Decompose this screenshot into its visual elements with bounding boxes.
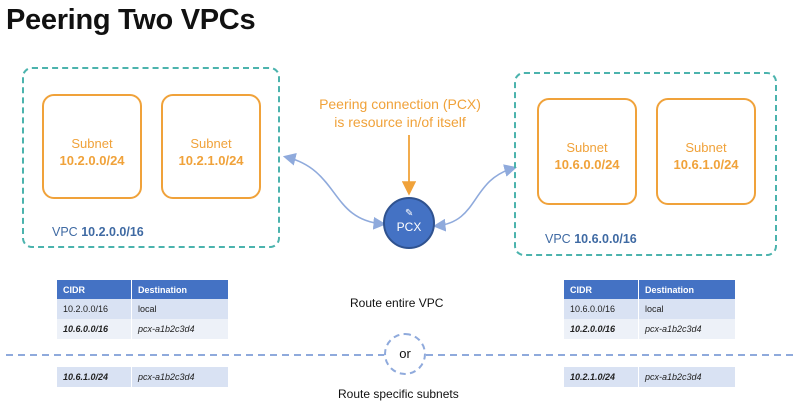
subnet-cidr: 10.6.1.0/24	[673, 157, 739, 172]
route-entire-vpc-label: Route entire VPC	[350, 296, 444, 310]
route-cidr: 10.2.1.0/24	[564, 367, 639, 387]
left-route-table: CIDR Destination 10.2.0.0/16 local 10.6.…	[57, 280, 228, 339]
route-destination: pcx-a1b2c3d4	[638, 319, 735, 339]
route-destination: pcx-a1b2c3d4	[131, 367, 228, 387]
left-peering-link	[282, 153, 387, 230]
route-cidr: 10.6.1.0/24	[57, 367, 132, 387]
route-destination: local	[131, 299, 228, 319]
table-row: 10.2.1.0/24 pcx-a1b2c3d4	[564, 367, 735, 387]
route-destination: pcx-a1b2c3d4	[638, 367, 735, 387]
table-row: 10.6.1.0/24 pcx-a1b2c3d4	[57, 367, 228, 387]
route-cidr: 10.6.0.0/16	[564, 299, 639, 319]
destination-header: Destination	[131, 280, 228, 299]
right-vpc-container	[514, 72, 777, 256]
route-destination: pcx-a1b2c3d4	[131, 319, 228, 339]
table-row: 10.6.0.0/16 pcx-a1b2c3d4	[57, 319, 228, 339]
right-subnet-2: Subnet 10.6.1.0/24	[656, 98, 756, 205]
right-vpc-label: VPC 10.6.0.0/16	[545, 232, 637, 246]
table-row: 10.6.0.0/16 local	[564, 299, 735, 319]
subnet-name: Subnet	[71, 136, 113, 151]
subnet-cidr: 10.2.1.0/24	[178, 153, 244, 168]
pcx-note-line1: Peering connection (PCX)	[319, 96, 481, 112]
vpc-label-cidr: 10.2.0.0/16	[81, 225, 144, 239]
right-subnet-1: Subnet 10.6.0.0/24	[537, 98, 637, 205]
subnet-cidr: 10.6.0.0/24	[554, 157, 620, 172]
pencil-icon: ✎	[405, 208, 414, 219]
left-specific-route: 10.6.1.0/24 pcx-a1b2c3d4	[57, 367, 228, 387]
pcx-description: Peering connection (PCX) is resource in/…	[300, 95, 500, 131]
table-header-row: CIDR Destination	[564, 280, 735, 299]
left-subnet-1: Subnet 10.2.0.0/24	[42, 94, 142, 199]
left-vpc-label: VPC 10.2.0.0/16	[52, 225, 144, 239]
left-subnet-2: Subnet 10.2.1.0/24	[161, 94, 261, 199]
pcx-note-line2: is resource in/of itself	[334, 114, 466, 130]
subnet-name: Subnet	[685, 140, 727, 155]
route-cidr: 10.2.0.0/16	[564, 319, 639, 339]
subnet-name: Subnet	[190, 136, 232, 151]
route-specific-subnets-label: Route specific subnets	[338, 387, 459, 401]
right-peering-link	[432, 164, 518, 232]
table-header-row: CIDR Destination	[57, 280, 228, 299]
subnet-cidr: 10.2.0.0/24	[59, 153, 125, 168]
or-separator: or	[384, 333, 426, 375]
route-destination: local	[638, 299, 735, 319]
right-specific-route: 10.2.1.0/24 pcx-a1b2c3d4	[564, 367, 735, 387]
destination-header: Destination	[638, 280, 735, 299]
table-row: 10.2.0.0/16 local	[57, 299, 228, 319]
table-row: 10.2.0.0/16 pcx-a1b2c3d4	[564, 319, 735, 339]
vpc-label-prefix: VPC	[52, 225, 82, 239]
cidr-header: CIDR	[57, 280, 132, 299]
vpc-label-prefix: VPC	[545, 232, 575, 246]
vpc-label-cidr: 10.6.0.0/16	[574, 232, 637, 246]
cidr-header: CIDR	[564, 280, 639, 299]
page-title: Peering Two VPCs	[6, 4, 256, 36]
left-vpc-container	[22, 67, 280, 248]
route-cidr: 10.6.0.0/16	[57, 319, 132, 339]
subnet-name: Subnet	[566, 140, 608, 155]
right-route-table: CIDR Destination 10.6.0.0/16 local 10.2.…	[564, 280, 735, 339]
pcx-node: ✎ PCX	[383, 197, 435, 249]
route-cidr: 10.2.0.0/16	[57, 299, 132, 319]
pcx-label: PCX	[396, 220, 422, 234]
